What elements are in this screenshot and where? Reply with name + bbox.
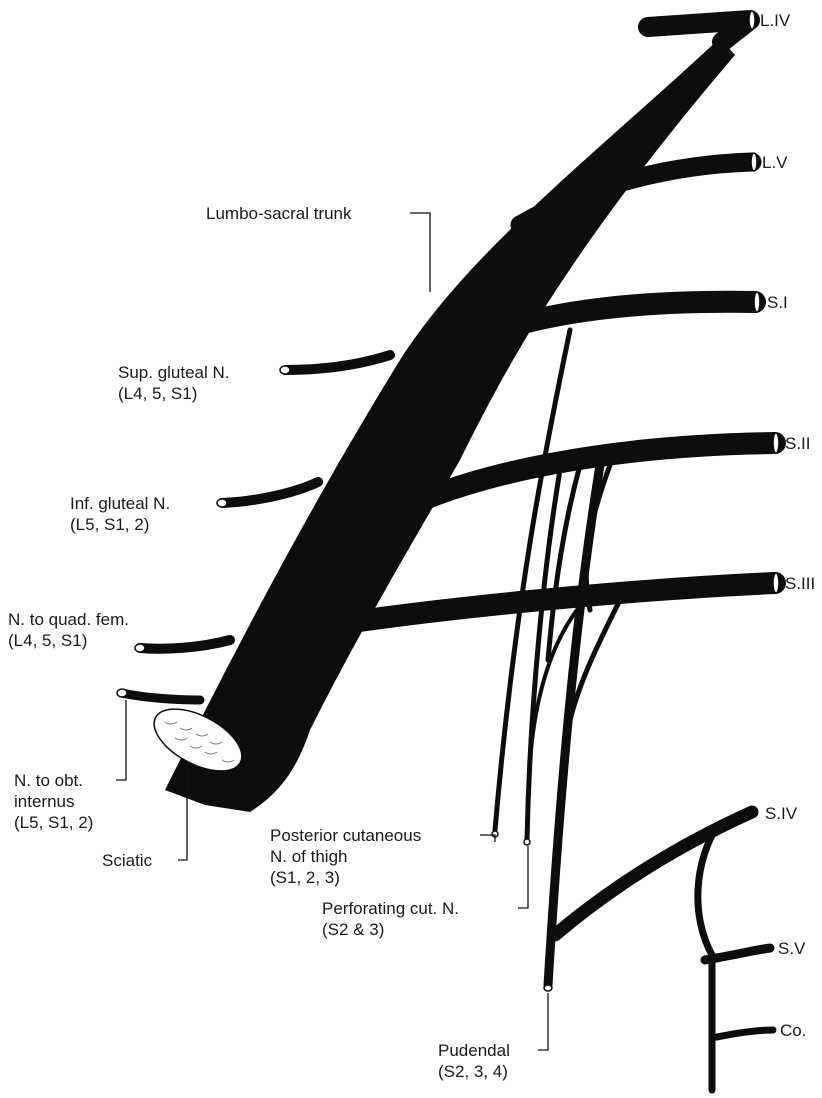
label-obt-internus-roots: (L5, S1, 2)	[14, 813, 93, 832]
obt-internus-nerve	[122, 693, 200, 700]
label-sup-gluteal-roots: (L4, 5, S1)	[118, 384, 197, 403]
s2-cut-end	[773, 433, 779, 453]
leader-pudendal	[538, 993, 548, 1050]
label-perforating: Perforating cut. N.	[322, 899, 459, 918]
sup-gluteal-nerve	[285, 355, 390, 370]
label-sciatic: Sciatic	[102, 851, 153, 870]
s3-cut-end	[773, 573, 779, 593]
inf-gluteal-nerve	[222, 482, 318, 503]
label-post-cutaneous-1: Posterior cutaneous	[270, 826, 421, 845]
label-s4: S.IV	[765, 804, 798, 823]
label-l4: L.IV	[760, 11, 791, 30]
sup-gluteal-cut-end	[280, 366, 290, 374]
label-post-cutaneous-roots: (S1, 2, 3)	[270, 868, 340, 887]
inf-gluteal-cut-end	[217, 499, 227, 507]
label-s2: S.II	[785, 434, 811, 453]
l5-cut-end	[751, 153, 757, 171]
leader-perforating	[518, 846, 528, 908]
label-obt-internus-1: N. to obt.	[14, 771, 83, 790]
post-cutaneous-cut-end-2	[524, 839, 530, 845]
l4-root	[648, 20, 750, 42]
leader-lumbo-sacral	[410, 213, 430, 292]
label-lumbo-sacral-trunk: Lumbo-sacral trunk	[206, 204, 352, 223]
label-s3: S.III	[785, 574, 815, 593]
label-quad-fem-roots: (L4, 5, S1)	[8, 631, 87, 650]
label-s1: S.I	[767, 293, 788, 312]
label-sup-gluteal: Sup. gluteal N.	[118, 363, 230, 382]
co-root	[712, 1030, 773, 1038]
quad-fem-nerve	[140, 640, 230, 649]
label-inf-gluteal-roots: (L5, S1, 2)	[70, 515, 149, 534]
s4-root	[555, 812, 752, 935]
l4-cut-end	[749, 11, 755, 29]
s1-cut-end	[754, 292, 760, 312]
label-quad-fem: N. to quad. fem.	[8, 610, 129, 629]
label-s5: S.V	[778, 939, 806, 958]
leader-obt-internus	[116, 700, 126, 780]
main-trunk	[165, 38, 735, 812]
label-co: Co.	[780, 1021, 806, 1040]
obt-internus-cut-end	[117, 689, 127, 697]
label-l5: L.V	[762, 153, 788, 172]
pudendal-cut-end	[544, 985, 552, 991]
quad-fem-cut-end	[135, 644, 145, 652]
label-post-cutaneous-2: N. of thigh	[270, 847, 348, 866]
label-pudendal-roots: (S2, 3, 4)	[438, 1062, 508, 1081]
label-obt-internus-2: internus	[14, 792, 74, 811]
label-pudendal: Pudendal	[438, 1041, 510, 1060]
label-inf-gluteal: Inf. gluteal N.	[70, 494, 170, 513]
label-perforating-roots: (S2 & 3)	[322, 920, 384, 939]
